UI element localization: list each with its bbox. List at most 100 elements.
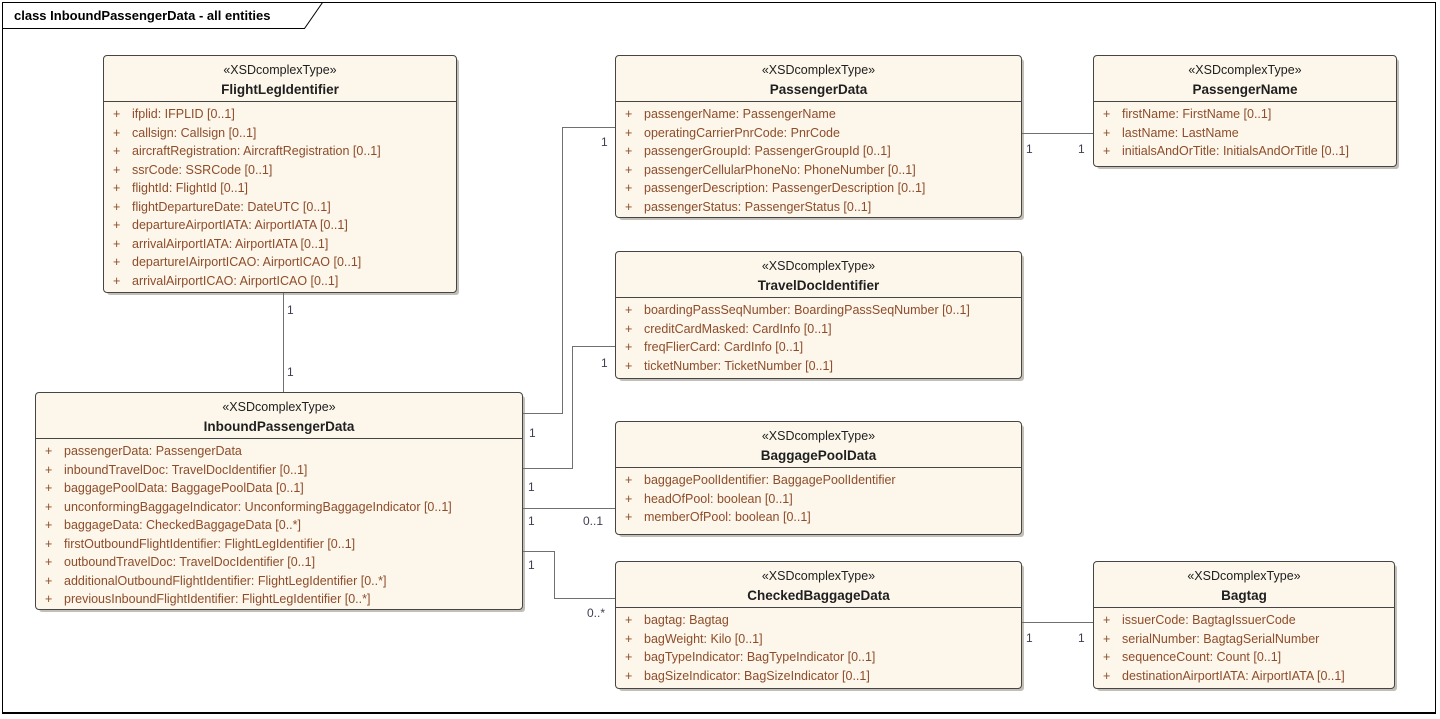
attribute-text: sequenceCount: Count [0..1] bbox=[1122, 650, 1282, 664]
class-box-baggagepooldata[interactable]: «XSDcomplexType» BaggagePoolData +baggag… bbox=[615, 421, 1022, 535]
connector-passengerdata-inboundpassengerdata bbox=[523, 413, 562, 414]
class-stereotype: «XSDcomplexType» bbox=[761, 259, 876, 273]
attribute-row: +passengerGroupId: PassengerGroupId [0..… bbox=[616, 142, 1021, 161]
class-box-flightlegidentifier[interactable]: «XSDcomplexType» FlightLegIdentifier + if… bbox=[103, 55, 457, 293]
attribute-row: +boardingPassSeqNumber: BoardingPassSeqN… bbox=[616, 301, 1021, 320]
attribute-text: operatingCarrierPnrCode: PnrCode bbox=[644, 125, 840, 140]
visibility-public-marker: + bbox=[625, 491, 633, 506]
attribute-text: passengerName: PassengerName bbox=[644, 107, 836, 121]
attribute-text: destinationAirportIATA: AirportIATA [0..… bbox=[1122, 668, 1345, 683]
class-box-passengerdata[interactable]: «XSDcomplexType» PassengerData +passenge… bbox=[615, 55, 1022, 218]
attribute-row: +callsign: Callsign [0..1] bbox=[104, 124, 456, 143]
visibility-public-marker: + bbox=[625, 107, 633, 121]
attribute-row: +firstOutboundFlightIdentifier: FlightLe… bbox=[36, 535, 522, 554]
multiplicity-label: 1 bbox=[528, 480, 535, 494]
attribute-text: creditCardMasked: CardInfo [0..1] bbox=[644, 321, 832, 336]
attribute-row: +passengerStatus: PassengerStatus [0..1] bbox=[616, 198, 1021, 217]
attribute-row: +operatingCarrierPnrCode: PnrCode bbox=[616, 124, 1021, 143]
connector-traveldocidentifier-inboundpassengerdata bbox=[572, 346, 573, 469]
visibility-public-marker: + bbox=[1103, 144, 1111, 158]
multiplicity-label: 1 bbox=[1026, 142, 1033, 156]
attribute-text: departureIAirportICAO: AirportICAO [0..1… bbox=[132, 255, 362, 269]
attribute-text: previousInboundFlightIdentifier: FlightL… bbox=[64, 592, 371, 606]
attribute-text: baggagePoolIdentifier: BaggagePoolIdenti… bbox=[644, 473, 896, 487]
class-stereotype: «XSDcomplexType» bbox=[761, 63, 876, 77]
multiplicity-label: 1 bbox=[1078, 631, 1085, 645]
attribute-row: +ticketNumber: TicketNumber [0..1] bbox=[616, 357, 1021, 376]
attribute-row: +firstName: FirstName [0..1] bbox=[1094, 105, 1396, 124]
visibility-public-marker: + bbox=[45, 462, 53, 477]
attribute-row: +lastName: LastName bbox=[1094, 124, 1396, 143]
attribute-text: boardingPassSeqNumber: BoardingPassSeqNu… bbox=[644, 303, 970, 317]
attribute-text: flightDepartureDate: DateUTC [0..1] bbox=[132, 199, 331, 214]
attribute-row: +flightDepartureDate: DateUTC [0..1] bbox=[104, 198, 456, 217]
visibility-public-marker: + bbox=[113, 162, 121, 177]
attribute-text: freqFlierCard: CardInfo [0..1] bbox=[644, 340, 804, 354]
visibility-public-marker: + bbox=[113, 273, 121, 288]
class-box-traveldocidentifier[interactable]: «XSDcomplexType» TravelDocIdentifier + bo… bbox=[615, 251, 1022, 379]
multiplicity-label: 1 bbox=[1026, 631, 1033, 645]
class-header: «XSDcomplexType» PassengerName bbox=[1094, 56, 1396, 102]
visibility-public-marker: + bbox=[625, 321, 633, 336]
attribute-row: + bagSizeIndicator: BagSizeIndicator [0..… bbox=[616, 667, 1021, 686]
attribute-text: arrivalAirportIATA: AirportIATA [0..1] bbox=[132, 236, 329, 251]
class-box-checkedbaggagedata[interactable]: «XSDcomplexType» CheckedBaggageData +bag… bbox=[615, 561, 1022, 689]
class-name: FlightLegIdentifier bbox=[221, 82, 339, 97]
multiplicity-label: 1 bbox=[528, 558, 535, 572]
attribute-text: ssrCode: SSRCode [0..1] bbox=[132, 162, 273, 177]
class-name: InboundPassengerData bbox=[203, 419, 355, 434]
attribute-text: ifplid: IFPLID [0..1] bbox=[132, 107, 235, 121]
visibility-public-marker: + bbox=[625, 162, 633, 177]
visibility-public-marker: + bbox=[625, 181, 633, 195]
attribute-text: unconformingBaggageIndicator: Unconformi… bbox=[64, 499, 452, 514]
attribute-text: inboundTravelDoc: TravelDocIdentifier [0… bbox=[64, 462, 308, 477]
class-stereotype: «XSDcomplexType» bbox=[1187, 569, 1301, 583]
attribute-row: +arrivalAirportICAO: AirportICAO [0..1] bbox=[104, 272, 456, 291]
visibility-public-marker: + bbox=[625, 340, 633, 354]
class-attributes: + baggagePoolIdentifier: BaggagePoolIdent… bbox=[616, 468, 1021, 527]
attribute-text: additionalOutboundFlightIdentifier: Flig… bbox=[64, 573, 387, 588]
class-attributes: + boardingPassSeqNumber: BoardingPassSeqN… bbox=[616, 298, 1021, 375]
attribute-text: initialsAndOrTitle: InitialsAndOrTitle [… bbox=[1122, 144, 1349, 158]
attribute-text: issuerCode: BagtagIssuerCode bbox=[1122, 613, 1296, 627]
visibility-public-marker: + bbox=[113, 236, 121, 251]
attribute-text: passengerDescription: PassengerDescripti… bbox=[644, 181, 926, 195]
connector-passengerdata-inboundpassengerdata bbox=[562, 127, 615, 128]
visibility-public-marker: + bbox=[1103, 631, 1111, 646]
class-header: «XSDcomplexType» CheckedBaggageData bbox=[616, 562, 1021, 608]
class-header: «XSDcomplexType» Bagtag bbox=[1094, 562, 1394, 608]
visibility-public-marker: + bbox=[625, 358, 633, 373]
class-box-inboundpassengerdata[interactable]: «XSDcomplexType» InboundPassengerData +p… bbox=[35, 392, 523, 610]
visibility-public-marker: + bbox=[625, 144, 633, 158]
visibility-public-marker: + bbox=[1103, 613, 1111, 627]
attribute-row: +passengerCellularPhoneNo: PhoneNumber [… bbox=[616, 161, 1021, 180]
attribute-row: +flightId: FlightId [0..1] bbox=[104, 179, 456, 198]
attribute-row: +headOfPool: boolean [0..1] bbox=[616, 490, 1021, 509]
visibility-public-marker: + bbox=[113, 255, 121, 269]
attribute-text: bagSizeIndicator: BagSizeIndicator [0..1… bbox=[644, 668, 870, 683]
class-header: «XSDcomplexType» PassengerData bbox=[616, 56, 1021, 102]
multiplicity-label: 1 bbox=[287, 303, 294, 317]
class-name: Bagtag bbox=[1221, 588, 1267, 603]
class-box-bagtag[interactable]: «XSDcomplexType» Bagtag + issuerCode: Bag… bbox=[1093, 561, 1395, 689]
visibility-public-marker: + bbox=[625, 510, 633, 524]
class-stereotype: «XSDcomplexType» bbox=[222, 400, 336, 414]
class-stereotype: «XSDcomplexType» bbox=[223, 63, 337, 77]
visibility-public-marker: + bbox=[1103, 125, 1111, 140]
multiplicity-label: 1 bbox=[601, 356, 608, 370]
attribute-row: +previousInboundFlightIdentifier: Flight… bbox=[36, 590, 522, 609]
visibility-public-marker: + bbox=[625, 668, 633, 683]
class-header: «XSDcomplexType» TravelDocIdentifier bbox=[616, 252, 1021, 298]
attribute-row: + inboundTravelDoc: TravelDocIdentifier [… bbox=[36, 461, 522, 480]
visibility-public-marker: + bbox=[625, 650, 633, 664]
visibility-public-marker: + bbox=[1103, 107, 1111, 121]
diagram-frame-tab: class InboundPassengerData - all entitie… bbox=[2, 2, 324, 30]
class-box-passengername[interactable]: «XSDcomplexType» PassengerName +firstNam… bbox=[1093, 55, 1397, 167]
connector-checkedbaggagedata-inboundpassengerdata bbox=[554, 598, 615, 599]
visibility-public-marker: + bbox=[113, 107, 121, 121]
class-name: PassengerData bbox=[769, 82, 868, 97]
class-attributes: +bagtag: Bagtag +bagWeight: Kilo [0..1] … bbox=[616, 608, 1021, 685]
visibility-public-marker: + bbox=[45, 555, 53, 569]
multiplicity-label: 1 bbox=[601, 135, 608, 149]
multiplicity-label: 0..1 bbox=[583, 514, 604, 528]
